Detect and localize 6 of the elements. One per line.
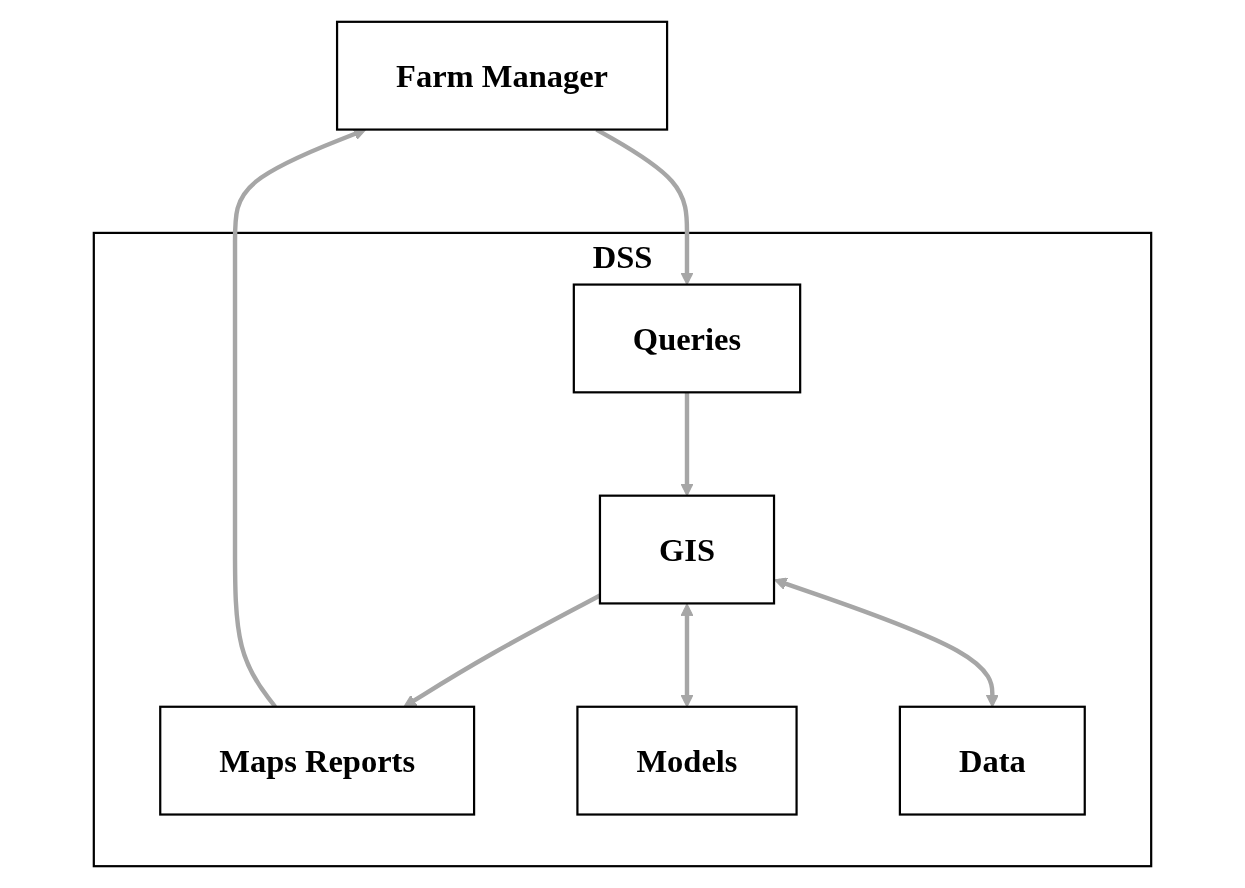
node-box: Queries (572, 283, 802, 394)
node-box: Maps Reports (159, 705, 476, 816)
node-box: GIS (598, 494, 776, 605)
node-box: Farm Manager (335, 20, 669, 131)
node-box: Models (576, 705, 798, 816)
node-box: Data (898, 705, 1086, 816)
